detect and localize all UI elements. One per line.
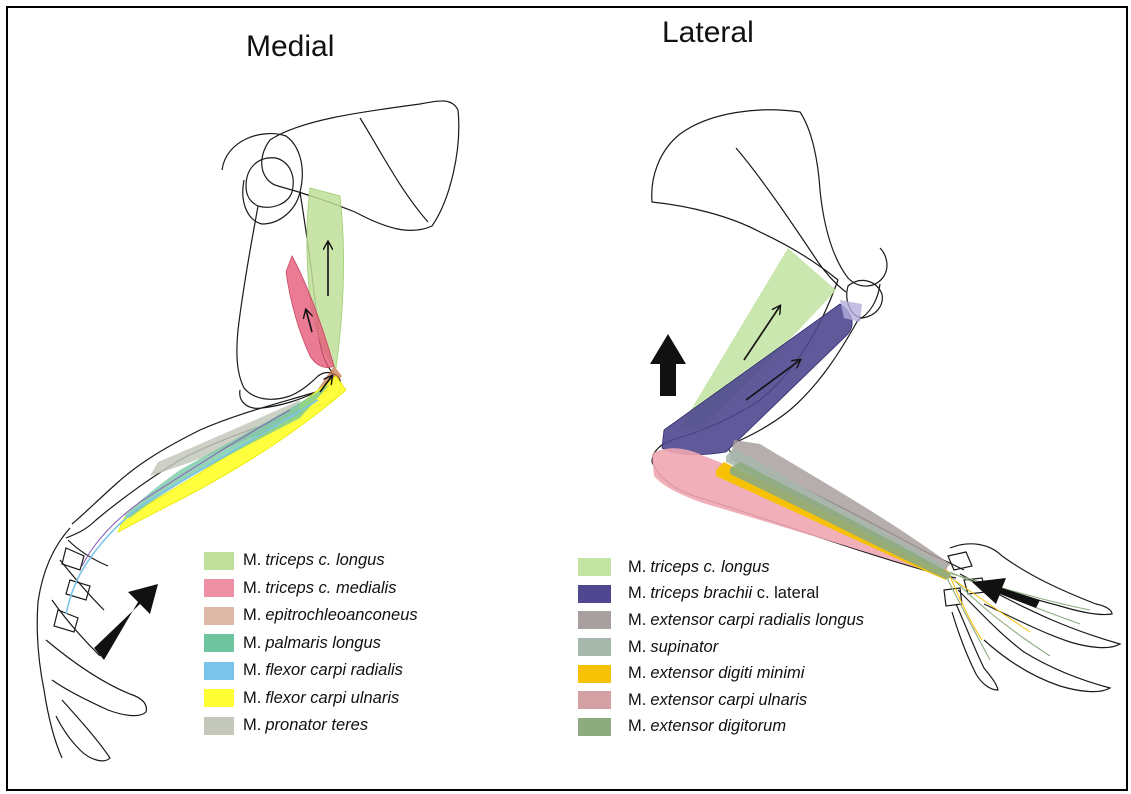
lateral-legend-prefix: M. bbox=[628, 584, 646, 603]
lateral-legend-muscle-name: extensor carpi ulnaris bbox=[650, 691, 807, 710]
lateral-view-title: Lateral bbox=[662, 16, 754, 50]
medial-legend-prefix: M. bbox=[243, 661, 261, 680]
lateral-legend-item: M.extensor digiti minimi bbox=[578, 660, 864, 687]
medial-legend-item: M.palmaris longus bbox=[204, 630, 418, 658]
lateral-legend-item: M.extensor carpi ulnaris bbox=[578, 687, 864, 714]
medial-scapula-spine bbox=[360, 118, 428, 222]
medial-legend-swatch bbox=[204, 579, 234, 597]
medial-legend-swatch bbox=[204, 689, 234, 707]
lateral-legend-swatch bbox=[578, 558, 611, 576]
lateral-legend-item: M.supinator bbox=[578, 634, 864, 661]
lateral-legend-item: M.extensor carpi radialis longus bbox=[578, 607, 864, 634]
lateral-legend-prefix: M. bbox=[628, 717, 646, 736]
medial-legend-item: M.flexor carpi ulnaris bbox=[204, 685, 418, 713]
medial-legend-muscle-name: palmaris longus bbox=[265, 634, 381, 653]
medial-legend-prefix: M. bbox=[243, 606, 261, 625]
lateral-legend-item: M.extensor digitorum bbox=[578, 714, 864, 741]
medial-legend-item: M.triceps c. longus bbox=[204, 547, 418, 575]
lateral-legend-swatch bbox=[578, 585, 611, 603]
lateral-legend-prefix: M. bbox=[628, 611, 646, 630]
lateral-legend-swatch bbox=[578, 638, 611, 656]
lateral-legend-prefix: M. bbox=[628, 558, 646, 577]
lateral-legend-muscle-name: triceps brachii bbox=[650, 584, 752, 603]
lateral-legend-prefix: M. bbox=[628, 638, 646, 657]
medial-scapula-outline bbox=[262, 101, 459, 231]
medial-legend-muscle-name: flexor carpi radialis bbox=[265, 661, 403, 680]
medial-legend-prefix: M. bbox=[243, 716, 261, 735]
lateral-scapula-outline bbox=[652, 110, 887, 286]
lateral-legend-swatch bbox=[578, 718, 611, 736]
medial-legend-swatch bbox=[204, 634, 234, 652]
medial-legend-muscle-name: epitrochleoanconeus bbox=[265, 606, 417, 625]
lateral-legend-muscle-name: extensor digitorum bbox=[650, 717, 786, 736]
medial-manus-outline bbox=[37, 528, 146, 761]
lateral-legend-swatch bbox=[578, 611, 611, 629]
medial-legend-item: M.flexor carpi radialis bbox=[204, 657, 418, 685]
lateral-legend-muscle-name: triceps c. longus bbox=[650, 558, 769, 577]
medial-legend-muscle-name: triceps c. longus bbox=[265, 551, 384, 570]
medial-legend-prefix: M. bbox=[243, 551, 261, 570]
medial-legend-muscle-name: triceps c. medialis bbox=[265, 579, 396, 598]
lateral-legend-muscle-name: supinator bbox=[650, 638, 718, 657]
lateral-legend-muscle-name: extensor carpi radialis longus bbox=[650, 611, 864, 630]
medial-legend-prefix: M. bbox=[243, 634, 261, 653]
medial-shoulder-outline bbox=[222, 134, 302, 224]
medial-view-title: Medial bbox=[246, 30, 334, 64]
medial-legend-swatch bbox=[204, 662, 234, 680]
lateral-legend-suffix: c. lateral bbox=[752, 584, 819, 603]
lateral-legend-muscle-name: extensor digiti minimi bbox=[650, 664, 804, 683]
lateral-limb-upward-arrow bbox=[650, 334, 686, 396]
lateral-legend-prefix: M. bbox=[628, 691, 646, 710]
medial-legend-prefix: M. bbox=[243, 689, 261, 708]
medial-legend-item: M.pronator teres bbox=[204, 712, 418, 740]
medial-legend-item: M.triceps c. medialis bbox=[204, 575, 418, 603]
lateral-legend-swatch bbox=[578, 665, 611, 683]
lateral-legend-item: M.triceps brachii c. lateral bbox=[578, 581, 864, 608]
medial-legend-swatch bbox=[204, 607, 234, 625]
medial-legend-swatch bbox=[204, 717, 234, 735]
medial-legend-prefix: M. bbox=[243, 579, 261, 598]
medial-limb-motion-arrow bbox=[94, 584, 158, 660]
medial-legend-muscle-name: flexor carpi ulnaris bbox=[265, 689, 399, 708]
lateral-legend-prefix: M. bbox=[628, 664, 646, 683]
lateral-tendons bbox=[948, 572, 1090, 660]
lateral-legend-item: M.triceps c. longus bbox=[578, 554, 864, 581]
lateral-legend-swatch bbox=[578, 691, 611, 709]
medial-legend-swatch bbox=[204, 552, 234, 570]
lateral-manus-outline bbox=[950, 544, 1120, 692]
medial-legend-item: M.epitrochleoanconeus bbox=[204, 602, 418, 630]
medial-legend-muscle-name: pronator teres bbox=[265, 716, 368, 735]
